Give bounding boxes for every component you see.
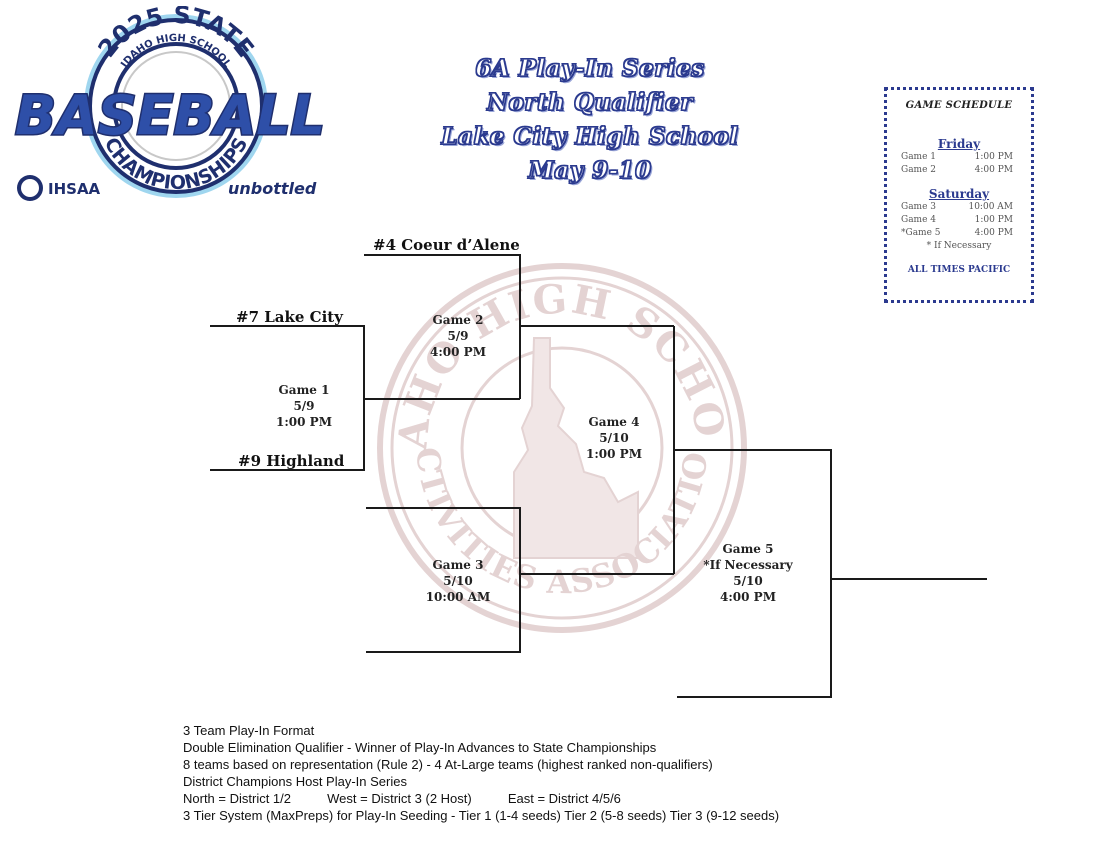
- ihsaa-watermark-seal: IDAHO HIGH SCHOOL ACTIVITIES ASSOCIATION: [372, 258, 747, 633]
- schedule-friday-label: Friday: [937, 137, 981, 151]
- title-qualifier: North Qualifier: [486, 88, 693, 116]
- bracket-line-game3: [366, 507, 521, 653]
- idaho-shape-watermark: [513, 337, 639, 559]
- note-line: 8 teams based on representation (Rule 2)…: [183, 757, 713, 772]
- event-title: 6A Play-In Series North Qualifier Lake C…: [400, 52, 780, 188]
- format-notes: 3 Team Play-In Format Double Elimination…: [183, 722, 779, 824]
- title-venue: Lake City High School: [441, 122, 739, 150]
- schedule-title: GAME SCHEDULE: [905, 100, 1013, 111]
- note-line: North = District 1/2 West = District 3 (…: [183, 791, 621, 806]
- schedule-saturday-label: Saturday: [928, 187, 990, 201]
- title-dates: May 9-10: [528, 156, 652, 184]
- svg-text:IHSAA: IHSAA: [48, 180, 101, 198]
- note-line: District Champions Host Play-In Series: [183, 774, 407, 789]
- svg-text:BASEBALL: BASEBALL: [15, 84, 325, 147]
- svg-text:unbottled: unbottled: [228, 179, 317, 198]
- note-line: 3 Tier System (MaxPreps) for Play-In See…: [183, 808, 780, 823]
- baseball-championships-logo: 2025 STATE IDAHO HIGH SCHOOL CHAMPIONSHI…: [14, 6, 327, 201]
- schedule-if-necessary-note: * If Necessary: [926, 241, 992, 251]
- note-line: 3 Team Play-In Format: [183, 723, 315, 738]
- note-line: Double Elimination Qualifier - Winner of…: [183, 740, 657, 755]
- schedule-timezone-note: ALL TIMES PACIFIC: [907, 265, 1011, 275]
- title-series: 6A Play-In Series: [475, 54, 705, 82]
- bracket-line-game4-winner: [674, 449, 832, 698]
- team-coeur-dalene: #4 Coeur d’Alene: [373, 236, 520, 254]
- bracket-line-game2: [364, 254, 521, 399]
- team-lake-city: #7 Lake City: [236, 308, 343, 326]
- team-highland: #9 Highland: [238, 452, 345, 470]
